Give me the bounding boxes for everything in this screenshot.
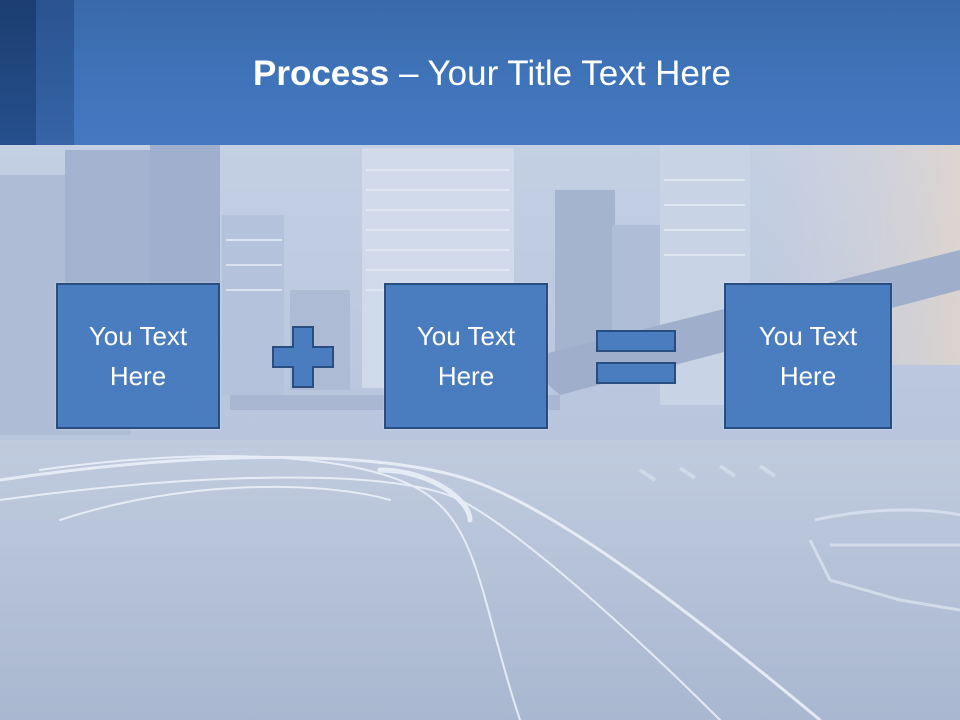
process-box-1[interactable]: You Text Here (56, 283, 220, 429)
process-box-1-text: You Text Here (88, 321, 188, 391)
slide-title-bold: Process (253, 54, 390, 93)
process-box-3[interactable]: You Text Here (724, 283, 892, 429)
process-box-2[interactable]: You Text Here (384, 283, 548, 429)
header-bar: Process – Your Title Text Here (0, 0, 960, 145)
slide-title-rest: – Your Title Text Here (389, 54, 731, 93)
equals-icon (596, 330, 676, 384)
header-accent-strip (0, 0, 36, 145)
process-box-3-text: You Text Here (758, 321, 858, 391)
slide-title[interactable]: Process – Your Title Text Here (0, 52, 960, 96)
plus-icon (272, 326, 334, 388)
process-box-2-text: You Text Here (416, 321, 516, 391)
header-accent-strip-secondary (36, 0, 74, 145)
